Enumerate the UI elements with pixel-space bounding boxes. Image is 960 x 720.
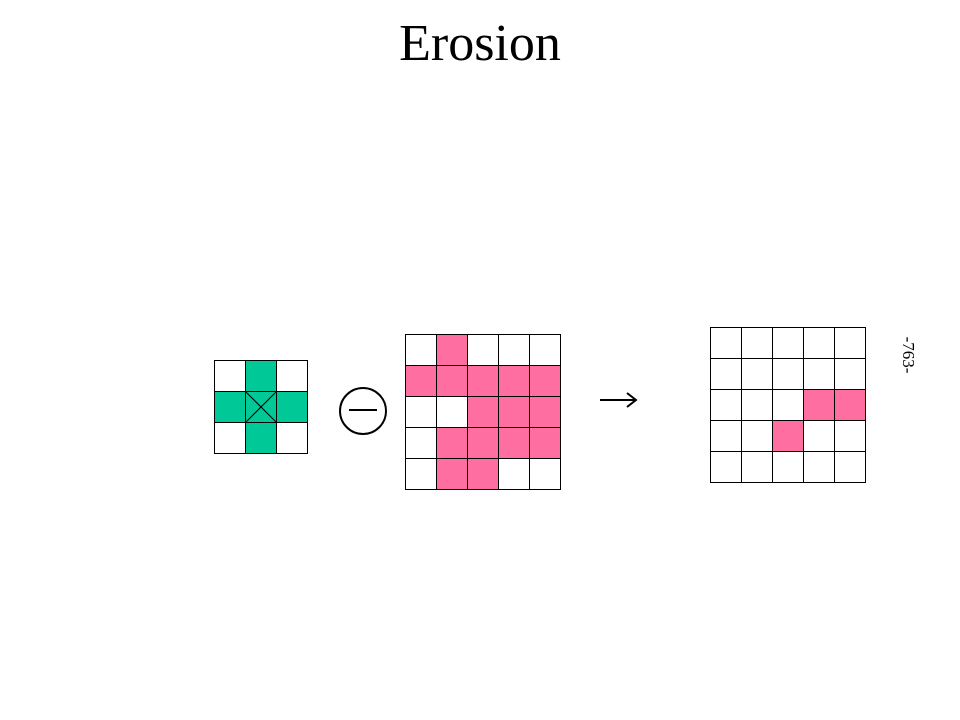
- output-image-cell: [773, 452, 803, 482]
- output-image-cell: [773, 359, 803, 389]
- output-image-cell: [835, 421, 865, 451]
- output-image-cell: [773, 390, 803, 420]
- input-image-cell: [530, 459, 560, 489]
- output-image-cell: [742, 390, 772, 420]
- output-image-cell: [804, 359, 834, 389]
- structuring-element-grid: [214, 360, 308, 454]
- page-number: -763-: [899, 336, 918, 374]
- output-image-cell: [711, 421, 741, 451]
- input-image-cell: [530, 366, 560, 396]
- input-image-cell: [406, 366, 436, 396]
- input-image-cell: [437, 459, 467, 489]
- output-image-cell: [711, 359, 741, 389]
- input-image-cell: [437, 397, 467, 427]
- structuring-element-cell: [277, 361, 307, 391]
- input-image-cell: [437, 366, 467, 396]
- output-image-cell: [773, 421, 803, 451]
- input-image-cell: [406, 428, 436, 458]
- input-image-cell: [530, 335, 560, 365]
- structuring-element-cell: [277, 392, 307, 422]
- input-image-cell: [468, 459, 498, 489]
- structuring-element-cell: [277, 423, 307, 453]
- input-image-cell: [499, 366, 529, 396]
- structuring-element-cell: [246, 361, 276, 391]
- structuring-element-cell: [246, 423, 276, 453]
- output-image-cell: [804, 421, 834, 451]
- right-arrow-icon: [600, 392, 638, 408]
- input-image-cell: [530, 397, 560, 427]
- input-image-cell: [499, 397, 529, 427]
- input-image-cell: [468, 335, 498, 365]
- input-image-cell: [468, 366, 498, 396]
- input-image-grid: [405, 334, 561, 490]
- input-image-cell: [437, 335, 467, 365]
- output-image-cell: [742, 359, 772, 389]
- output-image-cell: [711, 452, 741, 482]
- input-image-cell: [468, 397, 498, 427]
- input-image-cell: [406, 459, 436, 489]
- output-image-cell: [835, 390, 865, 420]
- output-image-cell: [804, 452, 834, 482]
- input-image-cell: [499, 335, 529, 365]
- structuring-element-cell: [215, 423, 245, 453]
- output-image-grid: [710, 327, 866, 483]
- output-image-cell: [804, 390, 834, 420]
- structuring-element-cell: [215, 361, 245, 391]
- output-image-cell: [804, 328, 834, 358]
- output-image-cell: [711, 328, 741, 358]
- erosion-operator-icon: [339, 387, 387, 435]
- input-image-cell: [499, 459, 529, 489]
- input-image-cell: [468, 428, 498, 458]
- output-image-cell: [773, 328, 803, 358]
- output-image-cell: [835, 359, 865, 389]
- output-image-cell: [835, 452, 865, 482]
- output-image-cell: [742, 328, 772, 358]
- output-image-cell: [711, 390, 741, 420]
- input-image-cell: [437, 428, 467, 458]
- page-title: Erosion: [399, 15, 561, 72]
- input-image-cell: [406, 335, 436, 365]
- input-image-cell: [406, 397, 436, 427]
- output-image-cell: [835, 328, 865, 358]
- output-image-cell: [742, 421, 772, 451]
- structuring-element-origin-cell: [246, 392, 276, 422]
- output-image-cell: [742, 452, 772, 482]
- input-image-cell: [499, 428, 529, 458]
- input-image-cell: [530, 428, 560, 458]
- structuring-element-cell: [215, 392, 245, 422]
